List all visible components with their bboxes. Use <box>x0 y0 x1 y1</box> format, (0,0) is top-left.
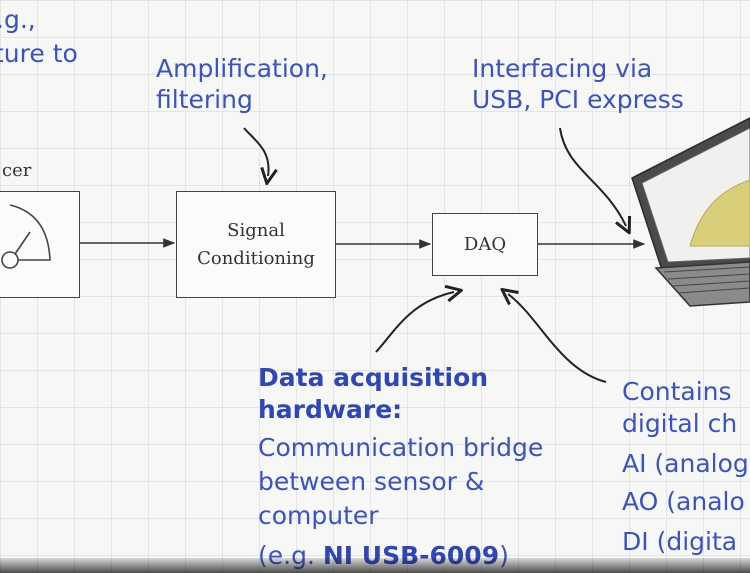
daq-label: DAQ <box>463 233 507 255</box>
pen-arrow-amplification <box>243 127 269 176</box>
pen-arrow-contains <box>508 294 607 383</box>
note-daq-example-suffix: ) <box>499 541 509 570</box>
laptop-icon <box>631 117 750 307</box>
note-interfacing-line2: USB, PCI express <box>472 85 684 114</box>
note-daq-desc-line2: between sensor & <box>258 467 485 496</box>
note-interfacing-line1: Interfacing via <box>472 54 653 83</box>
note-daq-desc-line3: computer <box>258 501 379 530</box>
signal-conditioning-label-line2: Conditioning <box>197 247 315 269</box>
note-amplification-line2: filtering <box>156 85 253 114</box>
pen-arrow-daq-hardware <box>375 292 454 353</box>
video-control-bar <box>0 558 750 573</box>
note-amplification-line1: Amplification, <box>156 54 328 83</box>
note-daq-desc-line1: Communication bridge <box>258 433 544 462</box>
note-channel-ao: AO (analo <box>622 487 745 516</box>
note-channel-di: DI (digita <box>622 527 738 556</box>
note-channel-ai: AI (analog <box>622 449 749 478</box>
note-contains-line1: Contains <box>622 377 732 406</box>
note-topleft-line2: ture to <box>0 39 78 68</box>
daq-block: DAQ <box>432 213 538 276</box>
note-contains-line2: digital ch <box>622 409 738 438</box>
signal-conditioning-block: Signal Conditioning <box>176 191 336 298</box>
sensor-block <box>0 191 80 298</box>
note-daq-title-line1: Data acquisition <box>258 363 489 392</box>
sensor-label: cer <box>2 160 32 181</box>
signal-conditioning-label-line1: Signal <box>227 219 285 241</box>
note-topleft-line1: .g., <box>0 5 36 34</box>
pen-arrow-interfacing <box>559 127 626 226</box>
note-daq-title-line2: hardware: <box>258 395 403 424</box>
